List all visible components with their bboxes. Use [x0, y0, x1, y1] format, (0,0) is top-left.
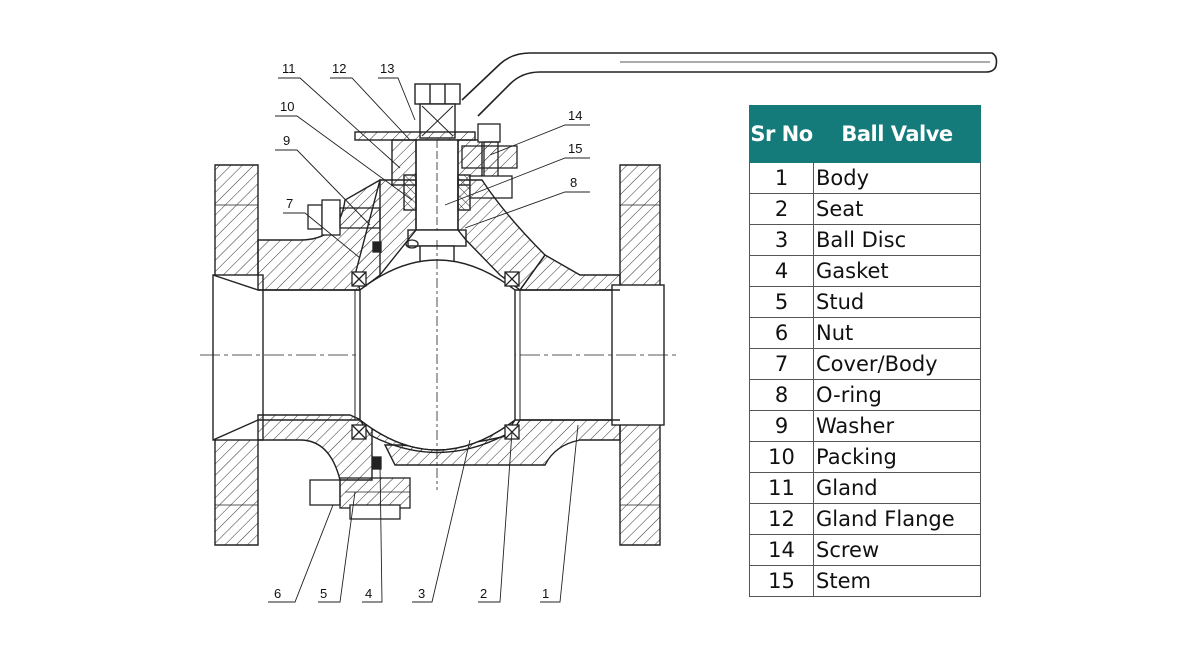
part-name-cell: Gland Flange	[813, 503, 981, 535]
part-name-cell: Nut	[813, 317, 981, 349]
part-name-cell: Packing	[813, 441, 981, 473]
part-name-cell: Screw	[813, 534, 981, 566]
part-number-cell: 1	[749, 162, 814, 194]
callout-labels: 11 12 13 10 9 7 14 15 8 6 5 4 3 2 1	[274, 61, 582, 601]
part-number-cell: 12	[749, 503, 814, 535]
part-number-cell: 5	[749, 286, 814, 318]
part-number-cell: 15	[749, 565, 814, 597]
part-name-cell: Stem	[813, 565, 981, 597]
callout-13: 13	[380, 61, 394, 76]
leader-lines	[268, 77, 590, 603]
callout-8: 8	[570, 175, 577, 190]
part-number-cell: 9	[749, 410, 814, 442]
callout-5: 5	[320, 586, 327, 601]
ball-valve-header: Ball Valve	[813, 105, 981, 163]
callout-7: 7	[286, 196, 293, 211]
cover-bolts	[307, 199, 411, 520]
callout-4: 4	[365, 586, 372, 601]
callout-9: 9	[283, 133, 290, 148]
seats	[351, 239, 520, 470]
callout-14: 14	[568, 108, 582, 123]
part-number-cell: 10	[749, 441, 814, 473]
part-number-cell: 4	[749, 255, 814, 287]
callout-1: 1	[542, 586, 549, 601]
callout-2: 2	[480, 586, 487, 601]
part-name-cell: O-ring	[813, 379, 981, 411]
part-number-cell: 3	[749, 224, 814, 256]
part-name-cell: Gland	[813, 472, 981, 504]
part-number-cell: 7	[749, 348, 814, 380]
sr-no-header: Sr No	[749, 105, 814, 163]
part-number-cell: 11	[749, 472, 814, 504]
handle-lever	[461, 52, 998, 117]
part-number-cell: 14	[749, 534, 814, 566]
callout-15: 15	[568, 141, 582, 156]
part-name-cell: Stud	[813, 286, 981, 318]
part-name-cell: Washer	[813, 410, 981, 442]
part-name-cell: Body	[813, 162, 981, 194]
callout-3: 3	[418, 586, 425, 601]
callout-10: 10	[280, 99, 294, 114]
valve-body	[212, 164, 665, 546]
part-number-cell: 6	[749, 317, 814, 349]
part-number-cell: 8	[749, 379, 814, 411]
part-name-cell: Cover/Body	[813, 348, 981, 380]
callout-12: 12	[332, 61, 346, 76]
part-name-cell: Gasket	[813, 255, 981, 287]
callout-11: 11	[282, 61, 296, 76]
callout-6: 6	[274, 586, 281, 601]
table-header-row: Sr No Ball Valve	[749, 105, 981, 163]
part-name-cell: Ball Disc	[813, 224, 981, 256]
part-name-cell: Seat	[813, 193, 981, 225]
part-number-cell: 2	[749, 193, 814, 225]
